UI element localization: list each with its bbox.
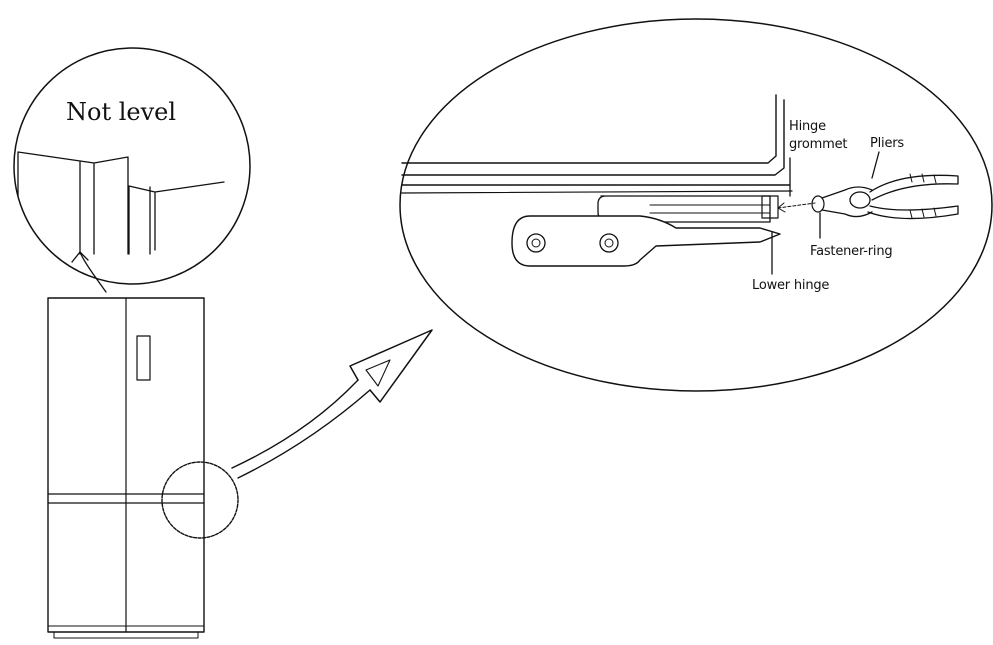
inset-pointer-tick bbox=[71, 251, 89, 263]
arrow-shaft bbox=[231, 379, 371, 479]
pliers-handle-bottom bbox=[867, 205, 959, 220]
hinge-hole-2-inner bbox=[604, 238, 614, 248]
hinge-pin bbox=[761, 195, 779, 219]
fastener-ring-label: Fastener-ring bbox=[810, 244, 893, 259]
pliers-grip-ridges-top bbox=[909, 173, 937, 184]
water-dispenser bbox=[136, 335, 151, 381]
not-level-label: Not level bbox=[66, 98, 177, 126]
hinge-detail-ellipse bbox=[399, 18, 993, 392]
leader-pliers bbox=[871, 151, 880, 179]
not-level-inset bbox=[13, 47, 251, 293]
zoom-arrow bbox=[231, 329, 433, 479]
right-door-corner bbox=[128, 181, 225, 255]
cabinet-edge bbox=[401, 94, 791, 186]
hinge-grommet-label-line1: Hinge bbox=[789, 119, 826, 134]
hinge-grommet-label-line2: grommet bbox=[789, 137, 848, 152]
refrigerator bbox=[47, 297, 205, 639]
arrow-head-inner bbox=[365, 359, 391, 387]
left-door-corner bbox=[17, 151, 129, 255]
arrow-head bbox=[349, 329, 433, 403]
lower-hinge-plate bbox=[511, 215, 781, 267]
fastener-ring bbox=[811, 195, 825, 213]
removal-arrow-head bbox=[777, 202, 786, 213]
not-level-circle bbox=[13, 47, 251, 285]
pliers-jaw-bottom bbox=[821, 209, 873, 218]
hinge-housing-step bbox=[649, 204, 771, 214]
hinge-hole-1-inner bbox=[531, 238, 541, 248]
pliers bbox=[821, 173, 959, 220]
pliers-grip-ridges-bottom bbox=[909, 207, 937, 219]
hinge-hole-1 bbox=[526, 233, 546, 253]
lower-hinge-label: Lower hinge bbox=[752, 278, 830, 293]
inset-pointer-line bbox=[79, 251, 107, 293]
door-bottom bbox=[401, 190, 793, 194]
pliers-handle-top bbox=[869, 174, 959, 201]
removal-direction-arrow bbox=[777, 202, 816, 209]
pliers-jaw-top bbox=[821, 186, 873, 199]
pliers-label: Pliers bbox=[870, 136, 904, 151]
fridge-feet bbox=[53, 631, 199, 639]
magnifier-circle bbox=[161, 461, 239, 539]
hinge-hole-2 bbox=[599, 233, 619, 253]
hinge-detail-inset bbox=[399, 18, 993, 392]
pliers-pivot bbox=[849, 191, 871, 209]
